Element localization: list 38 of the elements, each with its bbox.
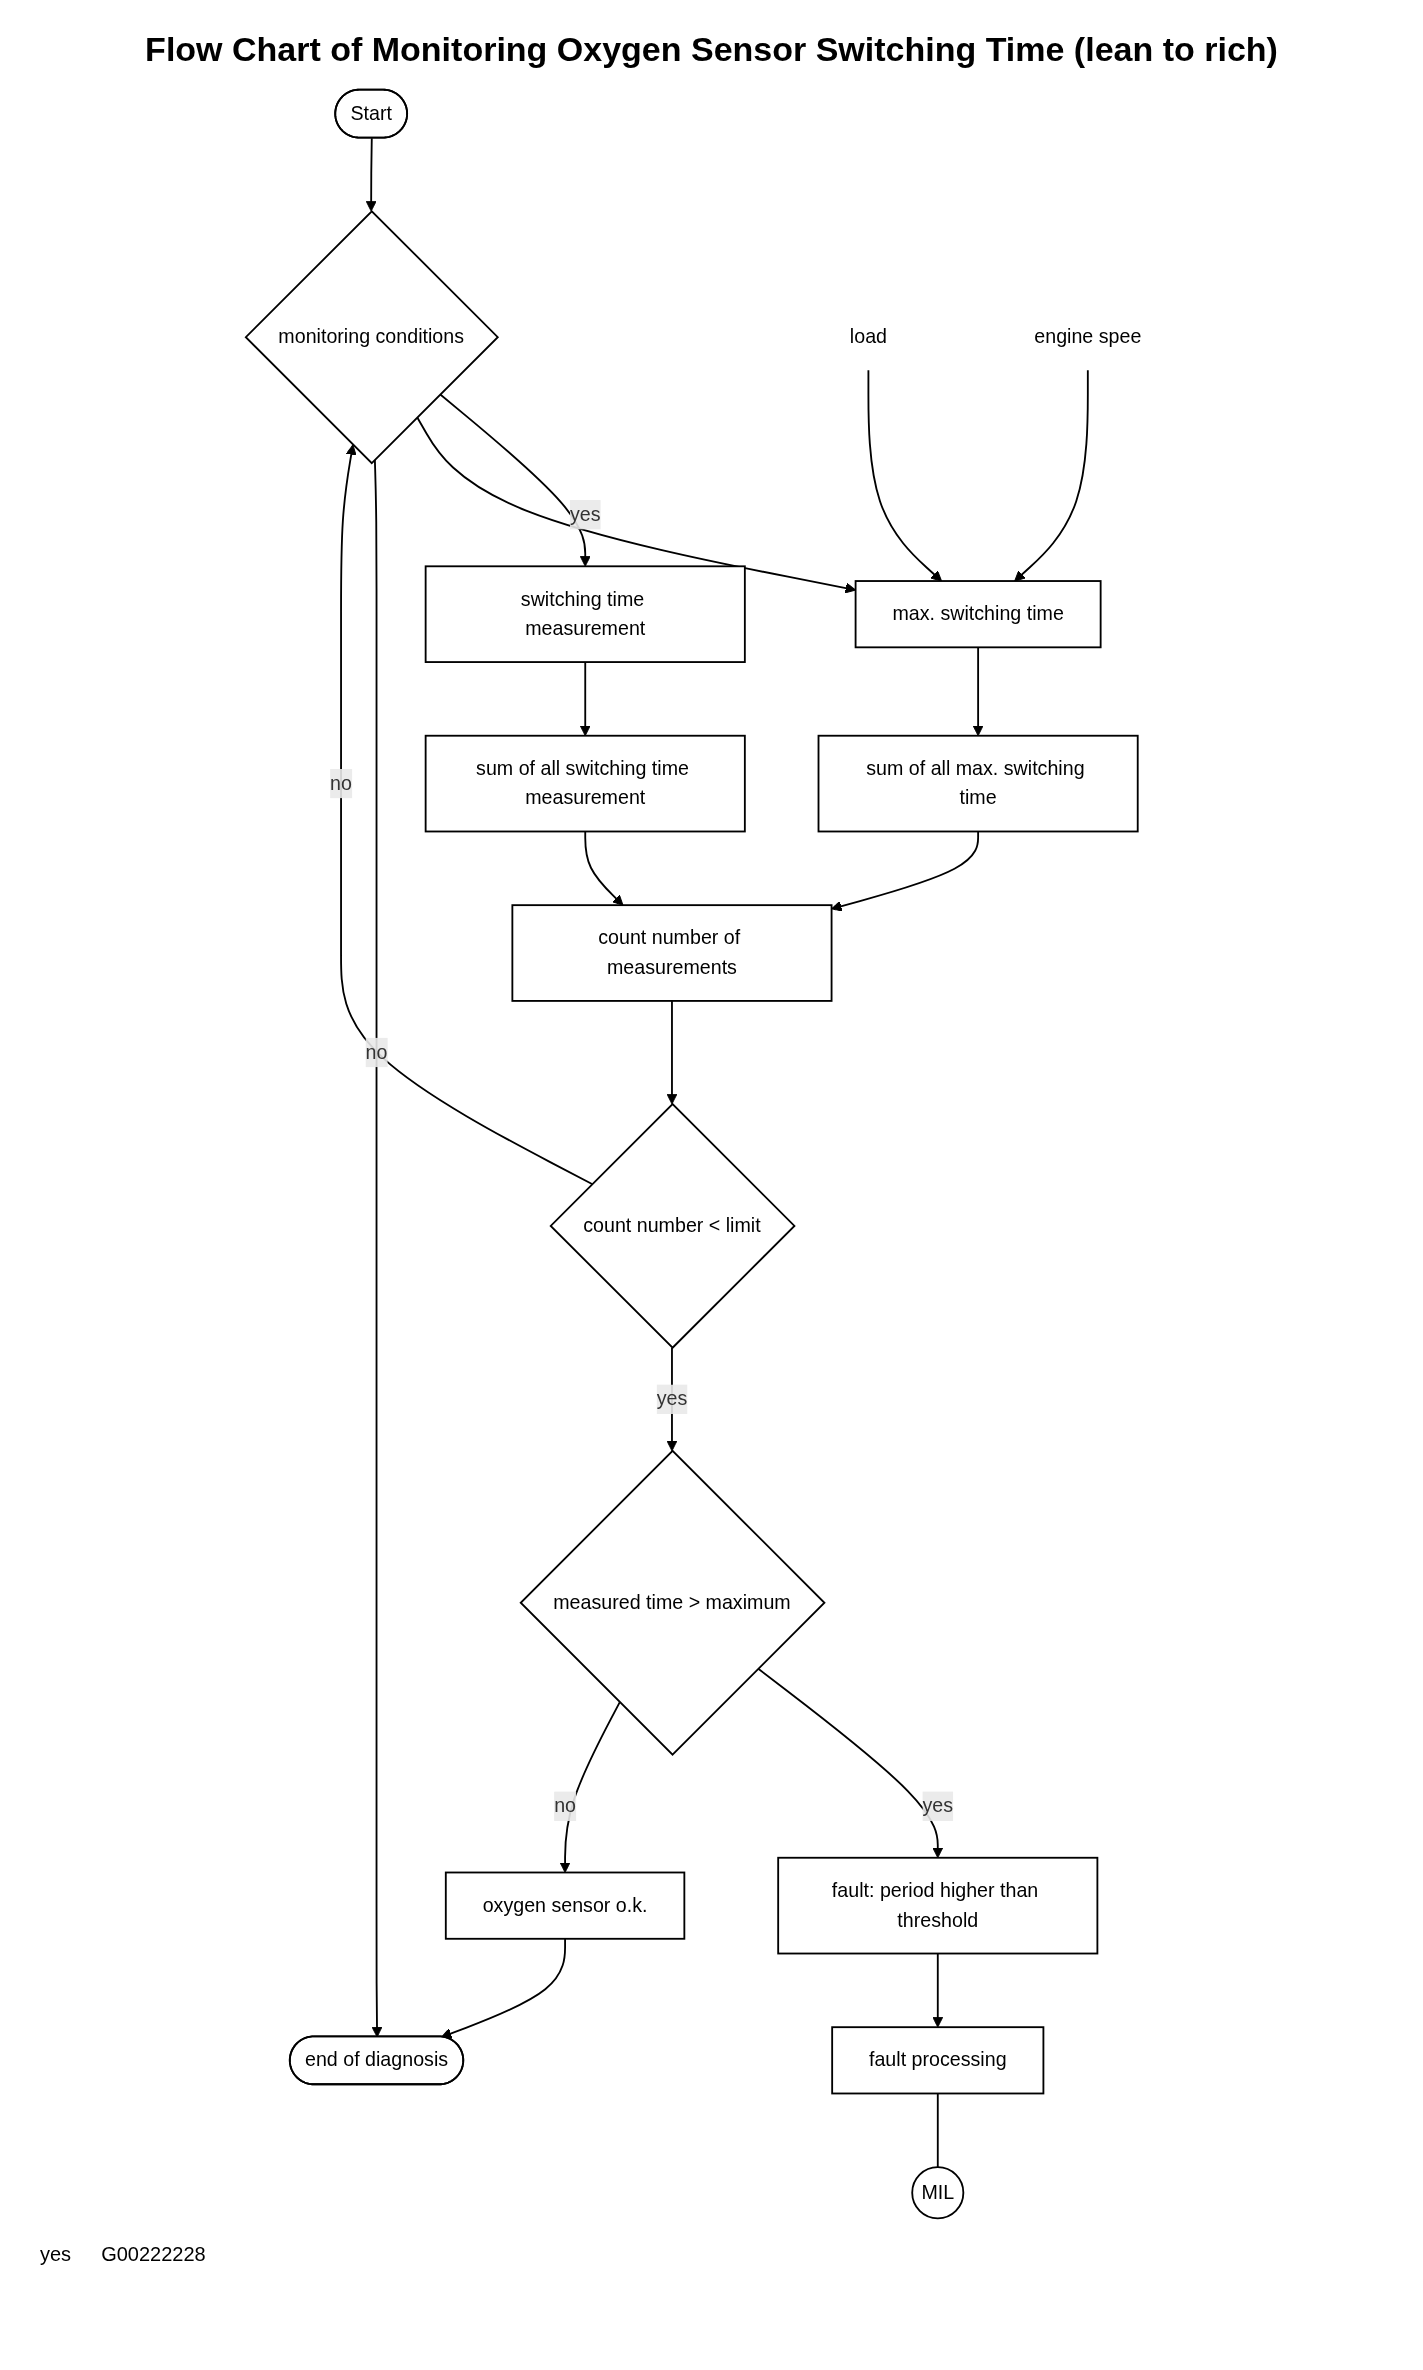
arrow — [867, 369, 942, 582]
edge-label: yes — [569, 503, 601, 525]
edge-label: no — [553, 1795, 576, 1817]
arrow — [583, 830, 623, 906]
arrow — [365, 137, 377, 212]
note-text: yes — [40, 2243, 72, 2266]
node-box: max. switching time — [854, 580, 1102, 649]
node-box: sum of all switching time measurement — [424, 734, 746, 833]
arrow — [666, 1000, 677, 1105]
node-diamond: monitoring conditions — [244, 209, 499, 465]
node-box: fault processing — [830, 2026, 1044, 2095]
node-box: oxygen sensor o.k. — [444, 1871, 685, 1940]
node-text: engine spee — [1033, 326, 1141, 348]
diagram-title: Flow Chart of Monitoring Oxygen Sensor Switching Time (lean to rich) — [144, 30, 1279, 69]
node-text: load — [849, 326, 887, 348]
arrow — [339, 444, 593, 1185]
node-diamond: count number < limit — [548, 1102, 796, 1350]
edge-label: no — [365, 1041, 387, 1063]
arrow — [1013, 369, 1089, 582]
arrow — [931, 1952, 943, 2028]
arrow — [830, 830, 979, 912]
arrow — [415, 416, 856, 594]
node-diamond: measured time > maximum — [518, 1449, 826, 1756]
connector — [936, 2092, 939, 2169]
node-circle: MIL — [910, 2166, 964, 2220]
node-box: sum of all max. switching time — [817, 734, 1139, 833]
edge-label: yes — [921, 1795, 953, 1817]
node-box: fault: period higher than threshold — [776, 1856, 1098, 1955]
node-box: switching time measurement — [424, 565, 746, 663]
arrow — [579, 661, 591, 737]
arrow — [972, 646, 983, 737]
arrow — [440, 1937, 566, 2039]
edge-label: yes — [656, 1388, 687, 1410]
arrow — [371, 458, 382, 2038]
note-text: G00222228 — [101, 2243, 206, 2266]
edge-label: no — [329, 772, 352, 794]
arrow — [756, 1667, 943, 1859]
node-box: count number of measurements — [510, 904, 832, 1002]
